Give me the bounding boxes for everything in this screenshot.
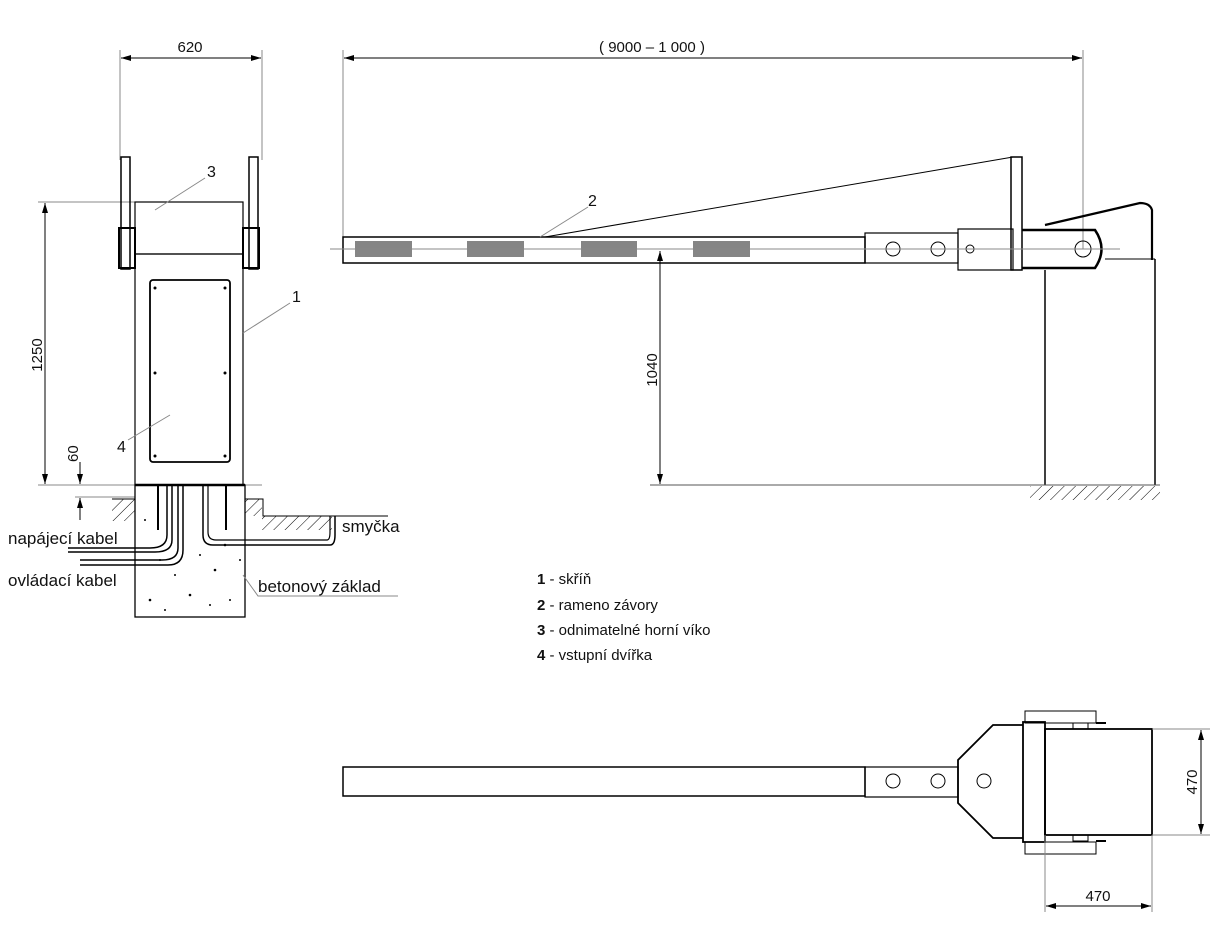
legend-item-3: 3 - odnimatelné horní víko — [537, 622, 710, 639]
label-power-cable: napájecí kabel — [8, 529, 118, 548]
dim-60: 60 — [65, 445, 82, 462]
label-loop: smyčka — [342, 517, 400, 536]
top-view: 470 470 — [342, 710, 1210, 912]
legend: 1 - skříň 2 - rameno závory 3 - odnimate… — [537, 571, 710, 664]
front-view: 620 1250 60 — [8, 39, 400, 618]
dim-arm-length: ( 9000 – 1 000 ) — [599, 39, 705, 56]
legend-item-1: 1 - skříň — [537, 571, 591, 588]
concrete-foundation — [134, 484, 246, 618]
dim-1250: 1250 — [29, 338, 46, 371]
dim-top-470-horizontal: 470 — [1085, 888, 1110, 905]
callout-2: 2 — [588, 193, 597, 210]
legend-item-2: 2 - rameno závory — [537, 597, 658, 614]
callout-1: 1 — [292, 289, 301, 306]
dim-1040: 1040 — [644, 353, 661, 386]
callout-4: 4 — [117, 439, 126, 456]
legend-item-4: 4 - vstupní dvířka — [537, 647, 653, 664]
dim-top-470-vertical: 470 — [1184, 769, 1201, 794]
label-foundation: betonový základ — [258, 577, 381, 596]
callout-3: 3 — [207, 164, 216, 181]
dim-620: 620 — [177, 39, 202, 56]
side-view: ( 9000 – 1 000 ) 1040 2 — [330, 39, 1160, 500]
access-door — [149, 279, 231, 463]
label-control-cable: ovládací kabel — [8, 571, 117, 590]
